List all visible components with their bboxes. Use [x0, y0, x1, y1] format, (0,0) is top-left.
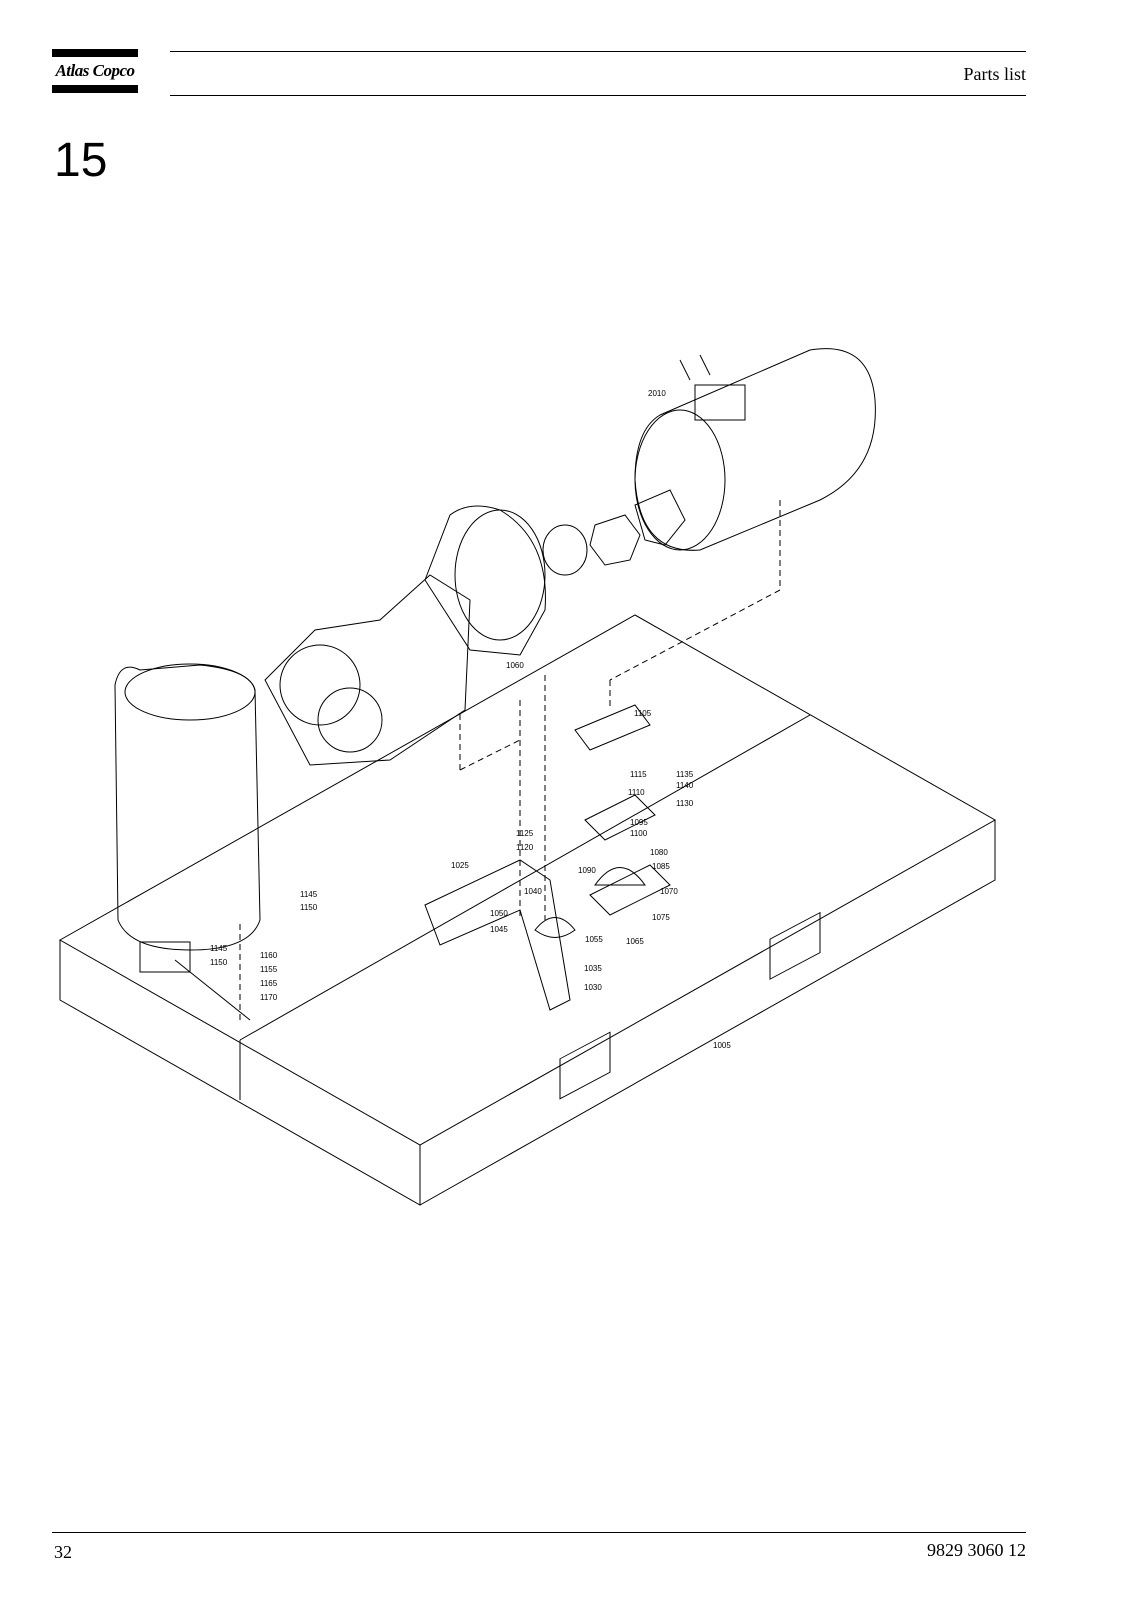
callout-label: 1105	[634, 709, 652, 718]
callout-label: 1070	[660, 887, 678, 896]
callout-label: 1025	[451, 861, 469, 870]
section-title: Parts list	[963, 64, 1026, 84]
compressor-element	[264, 574, 471, 766]
callout-label: 1150	[300, 903, 318, 912]
document-number: 9829 3060 12	[927, 1540, 1026, 1560]
callout-label: 1065	[626, 937, 644, 946]
gear-casing	[424, 505, 546, 656]
exploded-parts-drawing: 2010 1060 1105 1115 1135 1140 1110 1130 …	[58, 348, 997, 1206]
header-rule-top	[170, 51, 1026, 52]
callout-label: 1075	[652, 913, 670, 922]
callout-label: 1035	[584, 964, 602, 973]
footer-rule	[52, 1532, 1026, 1533]
logo-bottom-bar	[52, 85, 138, 93]
logo-brand-text: Atlas Copco	[55, 61, 135, 80]
callout-label: 1095	[630, 818, 648, 827]
callout-label: 1100	[630, 829, 648, 838]
callout-label: 1055	[585, 935, 603, 944]
callout-label: 1040	[524, 887, 542, 896]
callout-label: 1150	[210, 958, 228, 967]
base-frame-side	[419, 820, 996, 1206]
separator-vessel	[114, 664, 261, 951]
callout-label: 1030	[584, 983, 602, 992]
atlas-copco-logo: Atlas Copco	[52, 49, 138, 93]
callout-label: 1115	[630, 770, 647, 779]
callout-label: 1060	[506, 661, 524, 670]
callout-label: 1155	[260, 965, 278, 974]
logo-top-bar	[52, 49, 138, 57]
header-rule-bottom	[170, 95, 1026, 96]
callout-label: 1080	[650, 848, 668, 857]
callout-label: 1085	[652, 862, 670, 871]
coupling-hub	[542, 524, 588, 576]
callout-label: 1120	[516, 843, 534, 852]
callout-label: 1050	[490, 909, 508, 918]
callout-label: 1135	[676, 770, 694, 779]
base-frame-top	[58, 614, 997, 1146]
callout-label: 1165	[260, 979, 278, 988]
motor-body	[634, 348, 876, 551]
callout-label: 1145	[210, 944, 228, 953]
coupling-spider	[589, 514, 641, 566]
callout-label: 1140	[676, 781, 694, 790]
page-number: 32	[54, 1542, 72, 1562]
callout-label: 1130	[676, 799, 694, 808]
callout-label: 1160	[260, 951, 278, 960]
callout-label: 1005	[713, 1041, 731, 1050]
callout-label: 1110	[628, 788, 645, 797]
chapter-number: 15	[54, 134, 108, 187]
callout-labels: 2010 1060 1105 1115 1135 1140 1110 1130 …	[210, 389, 731, 1050]
callout-label: 1090	[578, 866, 596, 875]
base-frame-front	[59, 940, 421, 1206]
callout-label: 1145	[300, 890, 318, 899]
callout-label: 2010	[648, 389, 666, 398]
callout-label: 1045	[490, 925, 508, 934]
callout-label: 1170	[260, 993, 278, 1002]
callout-label: 1125	[516, 829, 534, 838]
